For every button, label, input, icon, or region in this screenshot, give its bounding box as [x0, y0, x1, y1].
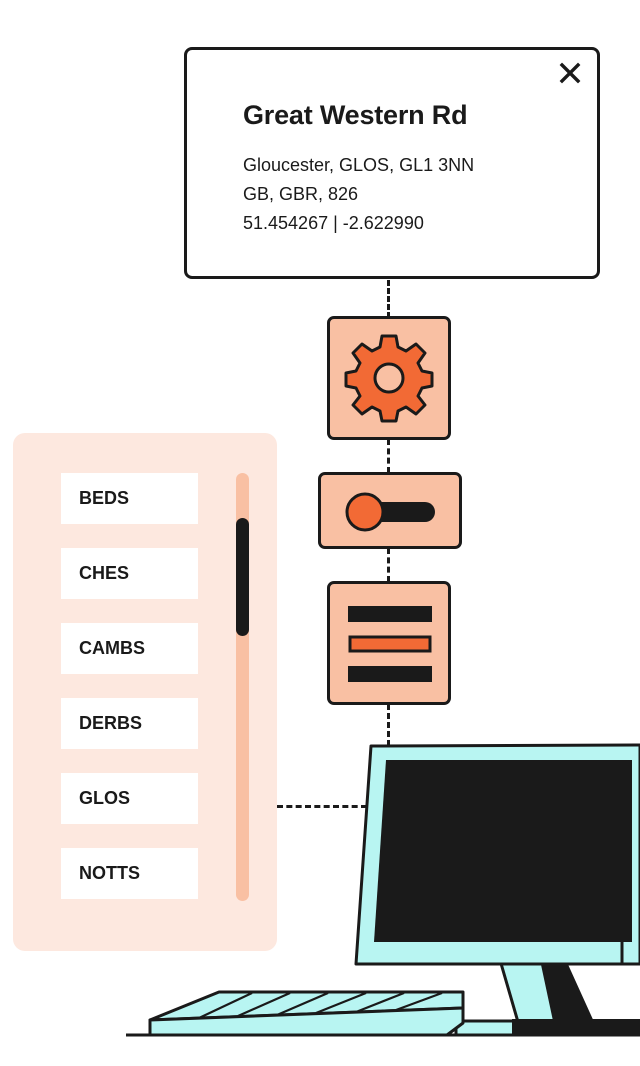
connector-doc-to-monitor	[387, 704, 390, 746]
toggle-block	[318, 472, 462, 549]
monitor-stand	[454, 958, 640, 1037]
county-list-panel: BEDS CHES CAMBS DERBS GLOS NOTTS	[13, 433, 277, 951]
close-icon[interactable]	[557, 60, 583, 86]
connector-toggle-to-doc	[387, 548, 390, 582]
document-block	[327, 581, 451, 705]
list-item[interactable]: DERBS	[61, 698, 198, 749]
gear-icon	[344, 334, 434, 423]
list-item[interactable]: CHES	[61, 548, 198, 599]
location-card: Great Western Rd Gloucester, GLOS, GL1 3…	[184, 47, 600, 279]
computer-illustration	[126, 743, 640, 1037]
list-item[interactable]: GLOS	[61, 773, 198, 824]
location-title: Great Western Rd	[243, 100, 468, 130]
list-item[interactable]: CAMBS	[61, 623, 198, 674]
coordinates-line: 51.454267 | -2.622990	[243, 213, 424, 233]
document-lines-icon	[348, 606, 432, 682]
list-item[interactable]: BEDS	[61, 473, 198, 524]
connector-card-to-gear	[387, 280, 390, 318]
keyboard	[148, 990, 465, 1037]
address-line: Gloucester, GLOS, GL1 3NN	[243, 155, 475, 175]
connector-gear-to-toggle	[387, 439, 390, 473]
monitor	[354, 743, 640, 966]
country-line: GB, GBR, 826	[243, 184, 359, 204]
connector-list-to-monitor	[277, 805, 367, 808]
toggle-icon	[345, 492, 435, 532]
gear-block	[327, 316, 451, 440]
list-item[interactable]: NOTTS	[61, 848, 198, 899]
scrollbar-thumb[interactable]	[236, 518, 249, 636]
